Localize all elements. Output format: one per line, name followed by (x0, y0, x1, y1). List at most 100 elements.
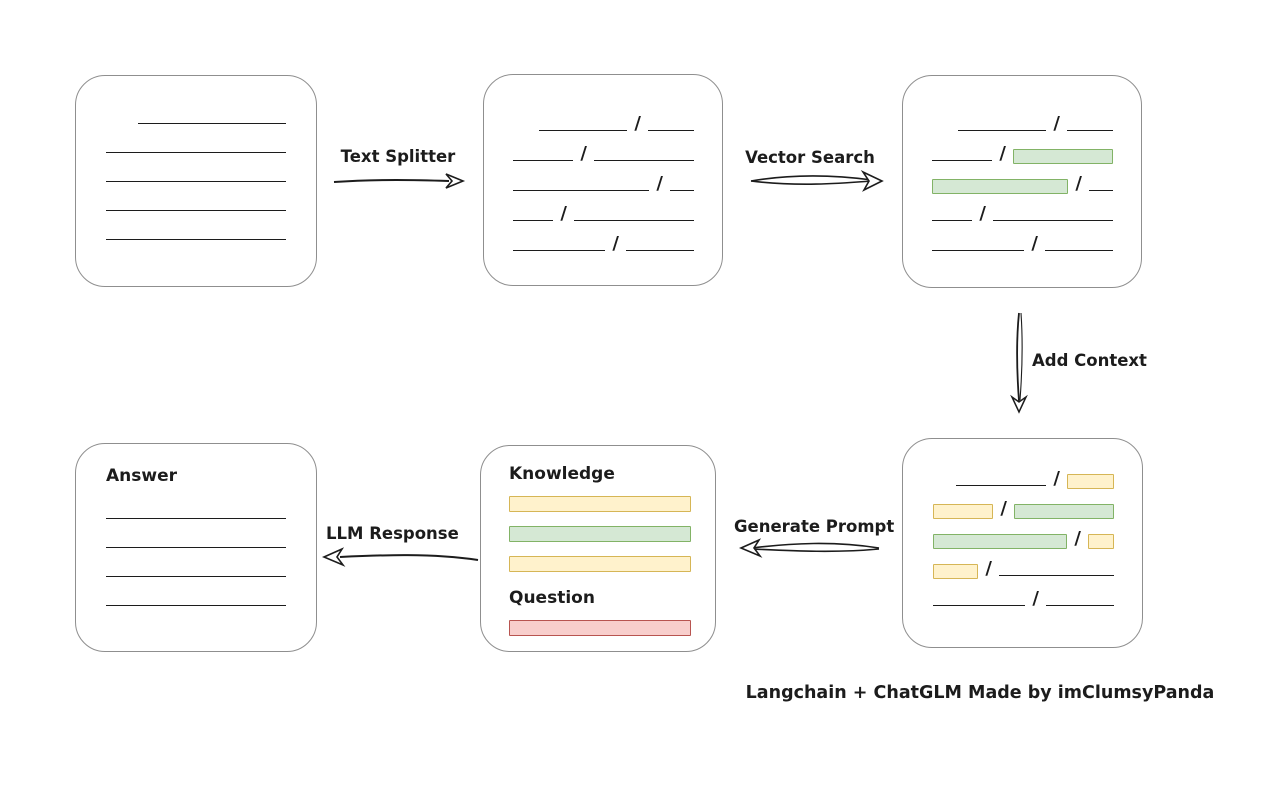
text-row: / (931, 164, 1113, 194)
node-context-chunks: / / / / / (902, 438, 1143, 648)
text-row (106, 98, 286, 127)
vector-search-arrow (750, 170, 884, 192)
text-row (106, 580, 286, 609)
slash-separator: / (560, 203, 567, 224)
text-row: / (931, 459, 1114, 489)
yellow-bar (509, 556, 691, 572)
text-splitter-label: Text Splitter (340, 147, 456, 166)
text-line (932, 250, 1025, 251)
text-line (932, 220, 973, 221)
text-row: / (931, 519, 1114, 549)
box-title: Knowledge (509, 464, 615, 484)
text-row: / (512, 104, 694, 134)
node-split-chunks: / / / / / (483, 74, 723, 286)
text-row: / (512, 224, 694, 254)
yellow-chunk (1088, 534, 1114, 549)
green-chunk (932, 179, 1069, 194)
text-line (574, 220, 694, 221)
llm-response-label: LLM Response (326, 524, 459, 543)
node-answer: Answer (75, 443, 317, 652)
slash-separator: / (985, 558, 992, 579)
text-row (106, 214, 286, 243)
green-chunk (1014, 504, 1114, 519)
add-context-arrow (1010, 312, 1028, 414)
text-line (138, 123, 286, 124)
red-bar (509, 620, 691, 636)
slash-separator: / (1032, 588, 1039, 609)
yellow-chunk (1067, 474, 1114, 489)
text-line (106, 152, 286, 153)
text-row: / (931, 489, 1114, 519)
generate-prompt-label: Generate Prompt (734, 517, 895, 536)
yellow-chunk (933, 564, 979, 579)
text-line (106, 181, 286, 182)
text-line (106, 547, 286, 548)
text-row (106, 493, 286, 522)
slash-separator: / (1053, 468, 1060, 489)
text-line (539, 130, 628, 131)
text-row: / (512, 164, 694, 194)
slash-separator: / (1000, 498, 1007, 519)
text-row: / (931, 224, 1113, 254)
text-line (958, 130, 1047, 131)
text-line (106, 576, 286, 577)
text-line (513, 160, 574, 161)
text-splitter-arrow (333, 173, 466, 189)
text-line (106, 239, 286, 240)
text-line (513, 250, 606, 251)
node-matched-chunks: / / / / / (902, 75, 1142, 288)
text-row (106, 127, 286, 156)
diagram-caption: Langchain + ChatGLM Made by imClumsyPand… (745, 683, 1215, 703)
slash-separator: / (1053, 113, 1060, 134)
box-title: Question (509, 588, 595, 608)
text-line (1067, 130, 1113, 131)
box-title: Answer (106, 466, 177, 486)
slash-separator: / (979, 203, 986, 224)
vector-search-label: Vector Search (745, 148, 875, 167)
text-row: / (931, 134, 1113, 164)
text-line (513, 220, 554, 221)
green-chunk (1013, 149, 1113, 164)
slash-separator: / (612, 233, 619, 254)
text-line (993, 220, 1113, 221)
text-line (594, 160, 694, 161)
green-chunk (933, 534, 1068, 549)
text-row: / (931, 549, 1114, 579)
text-row (106, 185, 286, 214)
text-line (933, 605, 1026, 606)
text-line (932, 160, 993, 161)
text-line (106, 605, 286, 606)
llm-response-arrow (321, 547, 479, 567)
slash-separator: / (1031, 233, 1038, 254)
slash-separator: / (634, 113, 641, 134)
text-row (106, 522, 286, 551)
text-line (956, 485, 1047, 486)
text-row: / (931, 194, 1113, 224)
slash-separator: / (1075, 173, 1082, 194)
add-context-label: Add Context (1032, 351, 1147, 370)
slash-separator: / (580, 143, 587, 164)
text-row (106, 156, 286, 185)
slash-separator: / (999, 143, 1006, 164)
text-row: / (512, 134, 694, 164)
text-line (106, 518, 286, 519)
text-row: / (512, 194, 694, 224)
text-line (1046, 605, 1114, 606)
text-row (106, 551, 286, 580)
node-source-document (75, 75, 317, 287)
generate-prompt-arrow (738, 538, 880, 558)
text-line (106, 210, 286, 211)
text-line (513, 190, 650, 191)
green-bar (509, 526, 691, 542)
text-row: / (931, 104, 1113, 134)
slash-separator: / (1074, 528, 1081, 549)
text-line (626, 250, 694, 251)
text-row: / (931, 579, 1114, 609)
yellow-bar (509, 496, 691, 512)
slash-separator: / (656, 173, 663, 194)
text-line (670, 190, 694, 191)
text-line (999, 575, 1114, 576)
yellow-chunk (933, 504, 994, 519)
